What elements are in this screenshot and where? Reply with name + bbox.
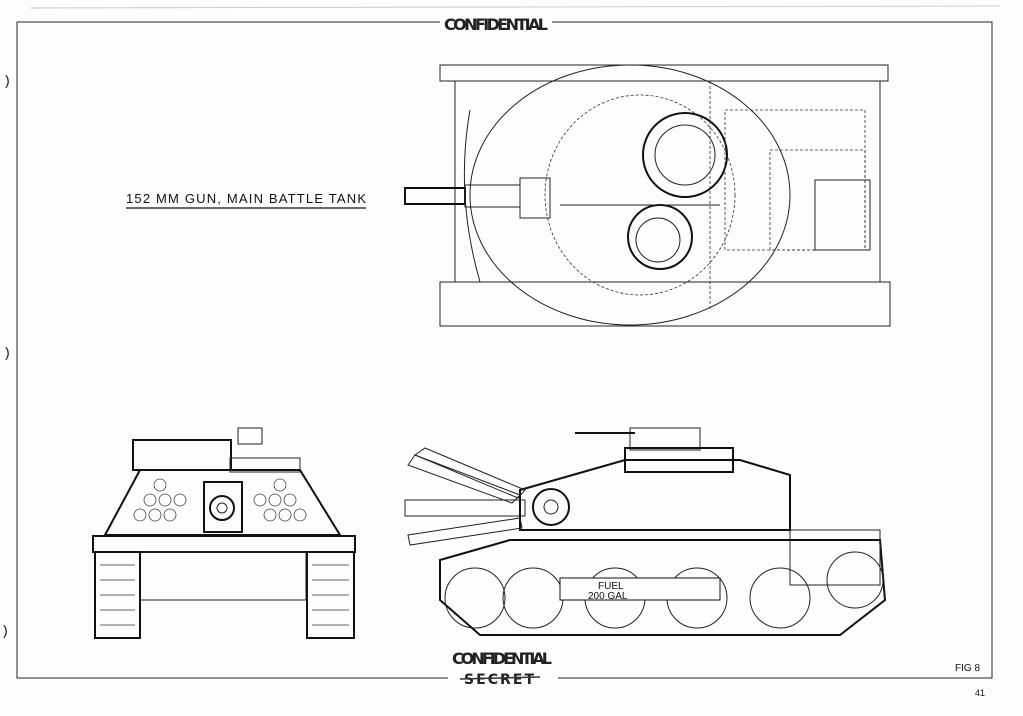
figure-label: FIG 8	[955, 663, 980, 674]
page-frame	[16, 21, 993, 679]
secret-stamp-struck: SECRET	[464, 672, 534, 688]
svg-text:): )	[5, 72, 10, 88]
page-number: 41	[975, 688, 985, 698]
drawing-title: 152 MM GUN, MAIN BATTLE TANK	[126, 191, 366, 206]
fuel-label: FUEL	[598, 581, 624, 592]
confidential-stamp-bottom: CONFIDENTIAL	[452, 649, 552, 668]
top-view	[404, 64, 891, 327]
fuel-capacity-label: 200 GAL	[588, 591, 628, 602]
confidential-stamp-top: CONFIDENTIAL	[444, 15, 548, 34]
side-view: FUEL 200 GAL	[404, 427, 887, 636]
svg-text:): )	[5, 344, 10, 360]
front-view	[92, 427, 356, 639]
svg-text:): )	[3, 622, 8, 638]
